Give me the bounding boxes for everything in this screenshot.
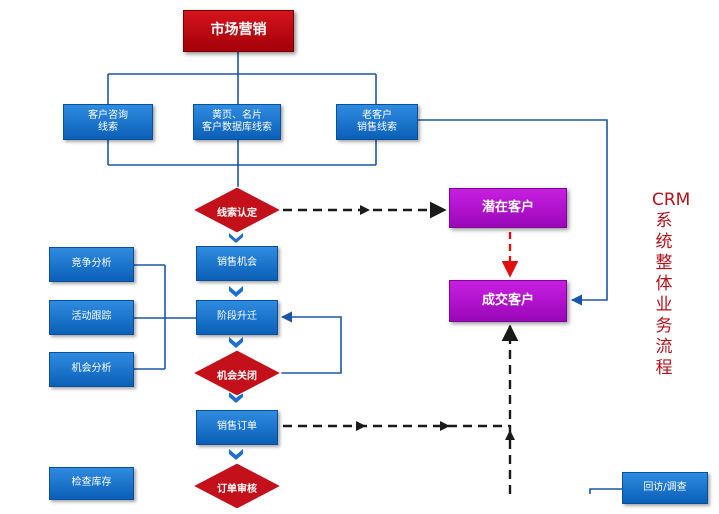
marketing-title: 市场营销: [210, 22, 267, 39]
dashed-midarrows: [356, 205, 515, 440]
old-customer-to-closed-line: [418, 119, 608, 306]
closed-customer-box[interactable]: 成交客户: [449, 280, 567, 322]
inventory-check-label: 检查库存: [71, 477, 112, 489]
competition-analysis-box[interactable]: 竞争分析: [49, 247, 134, 282]
marketing-title-box[interactable]: 市场营销: [183, 10, 294, 52]
sales-order-box[interactable]: 销售订单: [196, 410, 278, 445]
opportunity-close-label: 机会关闭: [217, 371, 257, 382]
analysis-bracket: [134, 264, 196, 370]
sales-order-label: 销售订单: [217, 421, 257, 433]
close-loop-line: [277, 311, 342, 374]
order-review-diamond: [191, 462, 283, 510]
sales-opportunity-label: 销售机会: [217, 257, 257, 269]
sales-opportunity-box[interactable]: 销售机会: [196, 246, 278, 281]
activity-tracking-label: 活动跟踪: [71, 311, 112, 323]
potential-customer-box[interactable]: 潜在客户: [449, 188, 567, 228]
lead-source-old-customer-label: 老客户 销售线索: [357, 109, 397, 134]
down-chevrons: [229, 233, 243, 460]
decision-diamonds: [191, 186, 283, 510]
lead-source-tree: [107, 52, 377, 190]
inventory-check-box[interactable]: 检查库存: [49, 467, 134, 500]
opportunity-analysis-label: 机会分析: [71, 363, 112, 375]
opportunity-analysis-box[interactable]: 机会分析: [49, 352, 134, 387]
potential-customer-label: 潜在客户: [481, 199, 534, 215]
lead-source-inquiry-label: 客户咨询 线索: [88, 109, 128, 134]
lead-source-inquiry[interactable]: 客户咨询 线索: [63, 104, 153, 140]
order-review-label: 订单审核: [217, 484, 257, 495]
dashed-connectors: [283, 201, 519, 494]
closed-customer-label: 成交客户: [481, 292, 534, 308]
stage-upgrade-label: 阶段升迁: [217, 311, 257, 323]
lead-confirm-diamond: [191, 186, 283, 234]
competition-analysis-label: 竞争分析: [71, 258, 112, 270]
activity-tracking-box[interactable]: 活动跟踪: [49, 300, 134, 335]
followup-survey-box[interactable]: 回访/调查: [622, 472, 708, 504]
lead-source-directory-label: 黄页、名片 客户数据库线索: [202, 109, 272, 134]
opportunity-close-diamond: [191, 349, 283, 397]
crm-vertical-title: CRM系统整体业务流程: [652, 190, 691, 378]
followup-connector: [589, 488, 622, 494]
lead-source-old-customer[interactable]: 老客户 销售线索: [336, 104, 418, 140]
stage-upgrade-box[interactable]: 阶段升迁: [196, 300, 278, 335]
lead-source-directory[interactable]: 黄页、名片 客户数据库线索: [193, 104, 281, 140]
followup-survey-label: 回访/调查: [643, 481, 687, 493]
lead-confirm-label: 线索认定: [217, 208, 257, 219]
